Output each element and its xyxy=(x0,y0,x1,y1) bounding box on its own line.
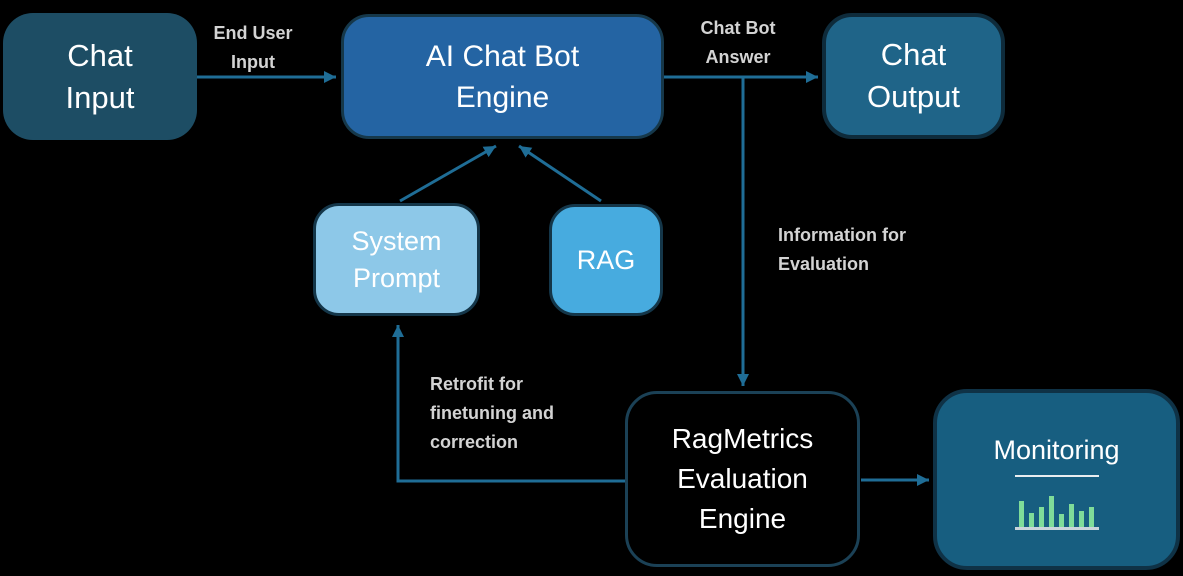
node-ragmetrics-label: RagMetrics Evaluation Engine xyxy=(671,423,814,534)
edge-label-retrofit-for-finetuning: Retrofit for finetuning and correction xyxy=(430,374,554,452)
node-monitoring-label: Monitoring xyxy=(993,435,1120,465)
edge-label-end-user-input: End User Input xyxy=(213,23,293,72)
node-system-prompt-label: System Prompt xyxy=(351,225,442,293)
node-monitoring: Monitoring xyxy=(933,389,1180,570)
node-system-prompt: System Prompt xyxy=(313,203,480,316)
node-rag: RAG xyxy=(549,204,663,316)
node-ragmetrics-evaluation-engine: RagMetrics Evaluation Engine xyxy=(625,391,860,567)
node-rag-label: RAG xyxy=(576,245,636,275)
edge-label-chat-bot-answer: Chat Bot Answer xyxy=(700,18,776,67)
edge-label-information-for-evaluation: Information for Evaluation xyxy=(778,225,906,274)
node-chat-input: Chat Input xyxy=(3,13,197,140)
node-ai-chat-bot-engine: AI Chat Bot Engine xyxy=(341,14,664,139)
bar-chart-icon xyxy=(1019,495,1094,527)
bar-chart-baseline xyxy=(1014,527,1099,530)
node-ai-chat-bot-engine-label: AI Chat Bot Engine xyxy=(425,39,580,114)
node-chat-output: Chat Output xyxy=(822,13,1005,139)
node-chat-output-label: Chat Output xyxy=(866,37,961,114)
edge-system-prompt-to-engine xyxy=(399,144,497,203)
monitoring-underline xyxy=(1014,475,1099,477)
node-chat-input-label: Chat Input xyxy=(65,37,135,115)
edge-ragmetrics-to-system-prompt xyxy=(392,325,625,483)
edge-rag-to-engine xyxy=(518,144,602,203)
